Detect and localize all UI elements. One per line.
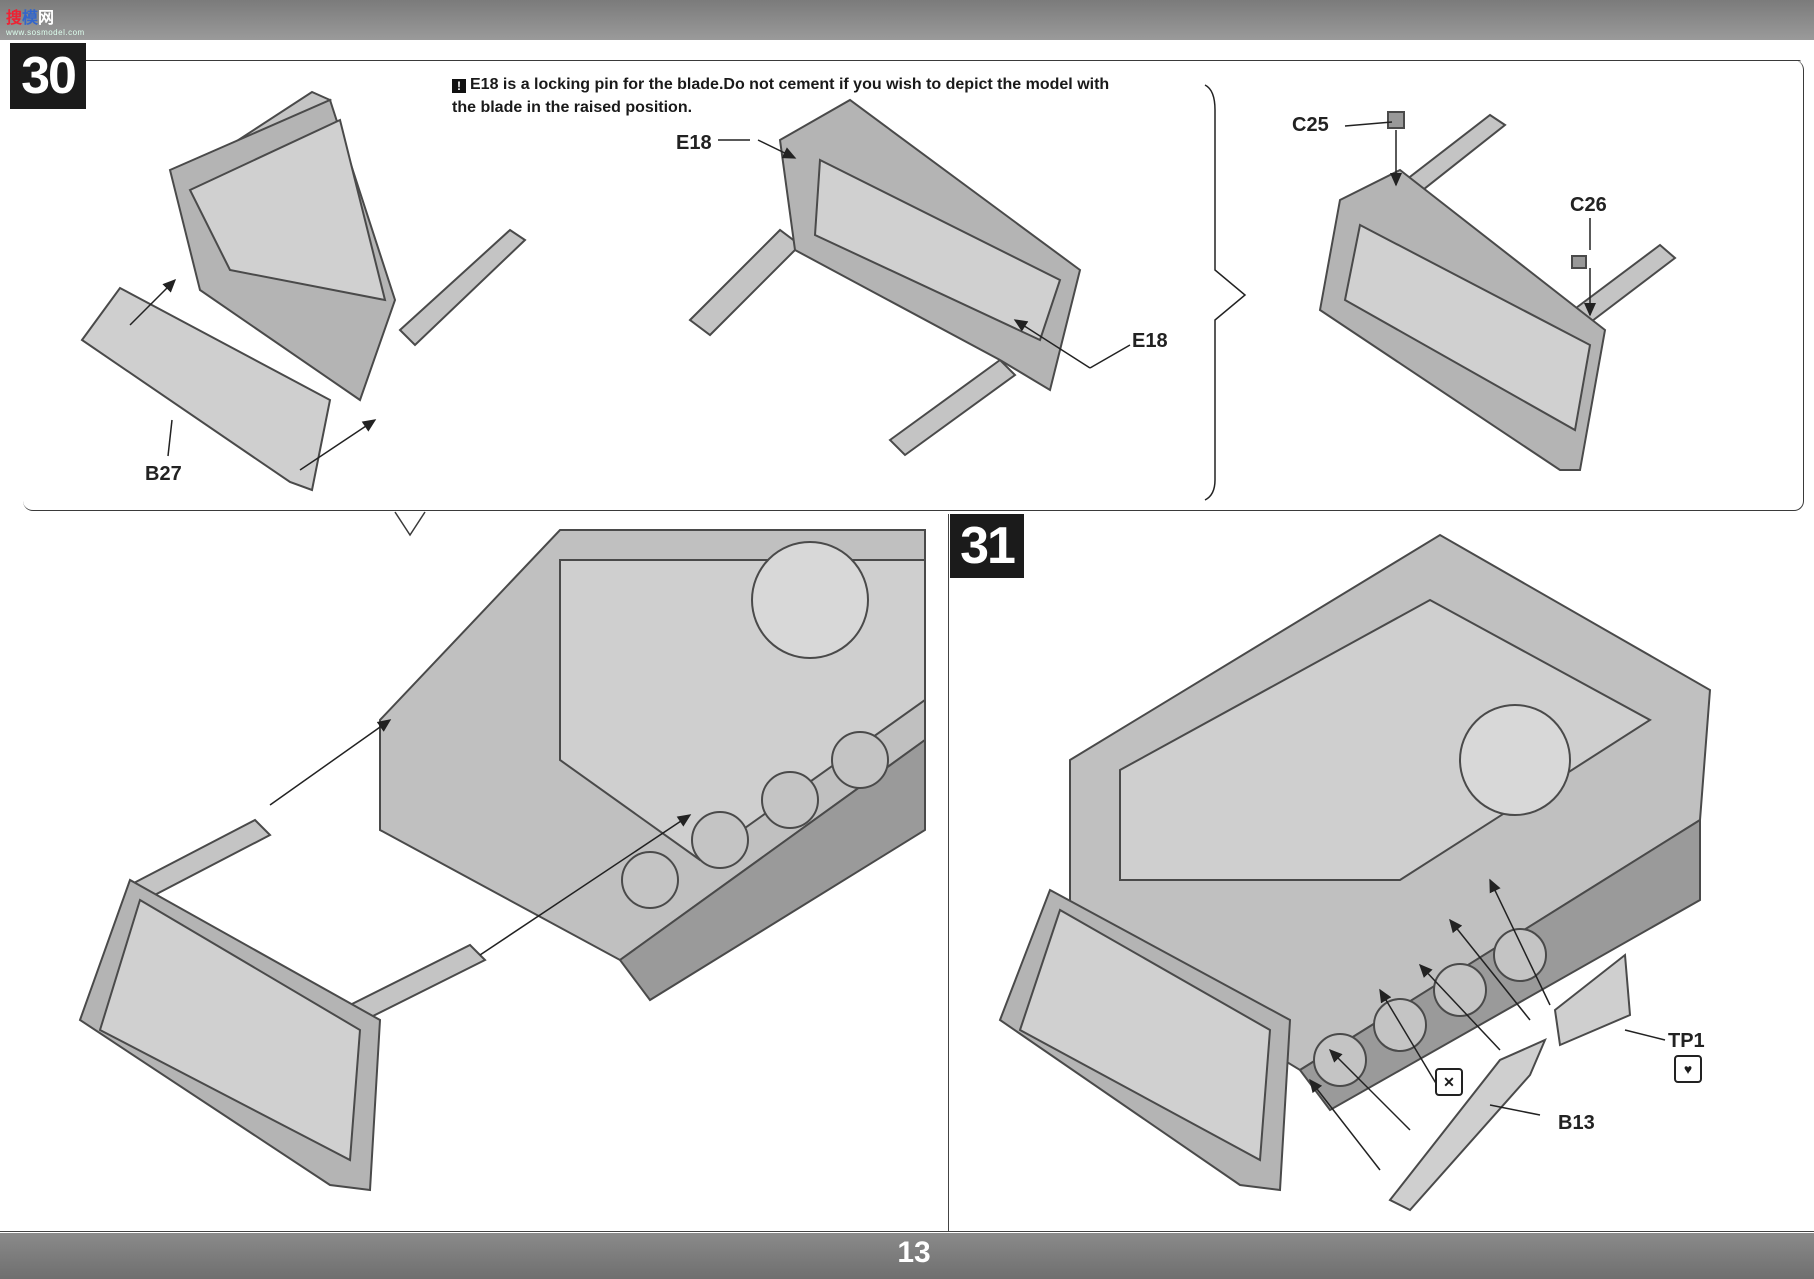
label-tp1: TP1 (1668, 1030, 1705, 1052)
label-c25: C25 (1292, 114, 1329, 136)
step30-notice: ! E18 is a locking pin for the blade.Do n… (452, 73, 1172, 119)
page-bottom-rule (0, 1231, 1814, 1232)
top-bar: 搜模网 www.sosmodel.com (0, 0, 1814, 40)
site-logo-url: www.sosmodel.com (6, 28, 85, 37)
step-divider-vertical (948, 514, 949, 1232)
step30-frame-top (86, 60, 1801, 62)
notice-line2: the blade in the raised position. (452, 99, 693, 116)
no-glue-icon: ✕ (1435, 1068, 1463, 1096)
step-30-number: 30 (10, 43, 86, 109)
dozer-blade-assembly-step31 (998, 888, 1292, 1192)
warning-icon: ! (452, 79, 466, 93)
label-b13: B13 (1558, 1112, 1595, 1134)
page-number: 13 (897, 1236, 931, 1269)
dozer-blade-assembly-step30 (78, 818, 487, 1192)
dozer-blade-frame-left (168, 90, 527, 402)
dozer-blade-frame-right (1318, 111, 1677, 471)
step-31-number: 31 (950, 514, 1024, 578)
heart-pattern-icon: ♥ (1674, 1055, 1702, 1083)
notice-line1: E18 is a locking pin for the blade.Do no… (470, 76, 1110, 93)
label-c26: C26 (1570, 194, 1607, 216)
b27-plate (80, 286, 332, 492)
dozer-blade-frame-middle (688, 98, 1082, 457)
label-b27: B27 (145, 463, 182, 485)
site-logo: 搜模网 www.sosmodel.com (6, 10, 85, 37)
step30-frame (23, 60, 1804, 511)
bottom-bar (0, 1233, 1814, 1279)
label-e18-top: E18 (676, 132, 712, 154)
tp1-part (1553, 953, 1632, 1047)
tank-hull-step31 (1069, 533, 1712, 1112)
label-e18-right: E18 (1132, 330, 1168, 352)
tank-hull-step30 (379, 529, 926, 1002)
b13-part (1388, 1038, 1547, 1212)
